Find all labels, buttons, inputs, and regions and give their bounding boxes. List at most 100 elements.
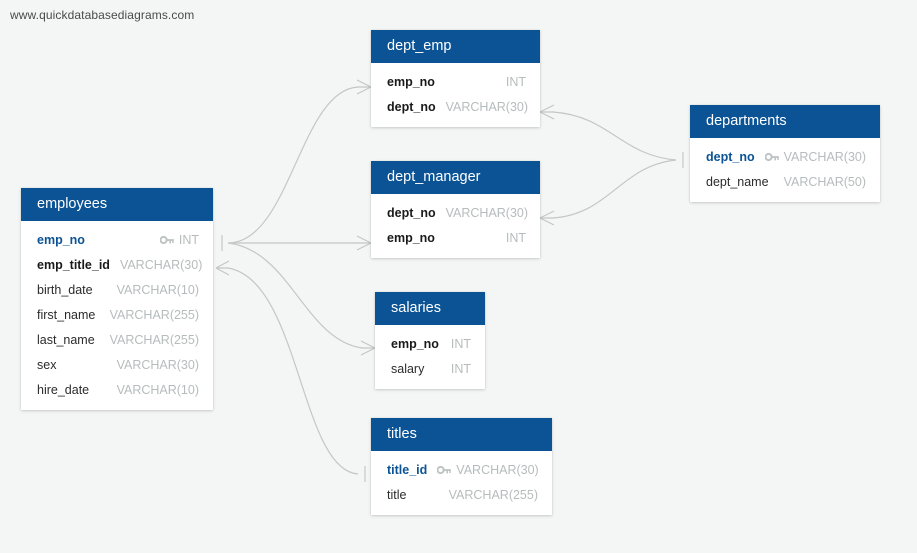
field-type-hire_date: VARCHAR(10)	[116, 382, 199, 397]
field-name-emp_no: emp_no	[387, 230, 435, 245]
field-meta: VARCHAR(10)	[117, 283, 199, 297]
field-type-title_id: VARCHAR(30)	[456, 462, 539, 477]
edge-dept_manager-departments	[552, 159, 677, 219]
field-meta: VARCHAR(30)	[446, 206, 528, 220]
field-type-title: VARCHAR(255)	[448, 487, 538, 502]
cardinality-many-dept_manager-emp_no	[356, 235, 372, 251]
field-type-dept_no: VARCHAR(30)	[783, 149, 867, 164]
field-name-emp_no: emp_no	[387, 74, 435, 89]
field-row[interactable]: dept_no VARCHAR(30)	[371, 200, 540, 225]
edge-employees-dept_emp	[227, 86, 359, 244]
entity-table-titles[interactable]: titles title_id VARCHAR(30) title VARCHAR(25…	[371, 418, 552, 515]
field-meta: VARCHAR(50)	[784, 175, 866, 189]
field-row[interactable]: emp_no INT	[375, 331, 485, 356]
field-row[interactable]: last_name VARCHAR(255)	[21, 327, 213, 352]
entity-table-dept_manager[interactable]: dept_manager dept_no VARCHAR(30) emp_no INT	[371, 161, 540, 258]
field-meta: VARCHAR(30)	[120, 258, 202, 272]
edge-dept_emp-departments	[552, 111, 677, 161]
key-icon	[159, 235, 174, 245]
field-type-first_name: VARCHAR(255)	[109, 307, 199, 322]
field-type-emp_no: INT	[505, 230, 526, 245]
table-fields-departments: dept_no VARCHAR(30) dept_name VARCHAR(50)	[690, 138, 880, 202]
field-name-first_name: first_name	[37, 307, 96, 322]
table-title-titles[interactable]: titles	[371, 418, 552, 451]
field-name-emp_title_id: emp_title_id	[37, 257, 110, 272]
field-row[interactable]: title VARCHAR(255)	[371, 482, 552, 507]
cardinality-many-dept_manager-dept_no	[539, 210, 555, 226]
field-type-dept_no: VARCHAR(30)	[445, 205, 529, 220]
key-icon	[764, 152, 779, 162]
field-row[interactable]: title_id VARCHAR(30)	[371, 457, 552, 482]
field-meta: VARCHAR(10)	[117, 383, 199, 397]
field-name-sex: sex	[37, 357, 57, 372]
cardinality-many-employees-emp_title_id	[215, 260, 230, 276]
field-row[interactable]: emp_title_id VARCHAR(30)	[21, 252, 213, 277]
cardinality-many-salaries-emp_no	[360, 340, 376, 356]
field-type-dept_no: VARCHAR(30)	[445, 99, 529, 114]
field-meta: VARCHAR(255)	[110, 308, 199, 322]
table-fields-titles: title_id VARCHAR(30) title VARCHAR(255)	[371, 451, 552, 515]
field-meta: VARCHAR(30)	[446, 100, 528, 114]
field-meta: INT	[506, 231, 526, 245]
field-row[interactable]: first_name VARCHAR(255)	[21, 302, 213, 327]
field-type-emp_no: INT	[178, 232, 199, 247]
field-type-salary: INT	[450, 361, 471, 376]
table-fields-dept_emp: emp_no INT dept_no VARCHAR(30)	[371, 63, 540, 127]
field-row[interactable]: emp_no INT	[371, 225, 540, 250]
field-meta: VARCHAR(30)	[436, 462, 539, 477]
field-type-dept_name: VARCHAR(50)	[783, 174, 866, 189]
field-name-dept_no: dept_no	[706, 149, 755, 164]
table-fields-dept_manager: dept_no VARCHAR(30) emp_no INT	[371, 194, 540, 258]
field-row[interactable]: emp_no INT	[371, 69, 540, 94]
field-meta: VARCHAR(255)	[449, 488, 538, 502]
field-type-emp_no: INT	[505, 74, 526, 89]
field-name-last_name: last_name	[37, 332, 95, 347]
field-row[interactable]: dept_no VARCHAR(30)	[690, 144, 880, 169]
field-meta: INT	[506, 75, 526, 89]
field-row[interactable]: hire_date VARCHAR(10)	[21, 377, 213, 402]
edge-employees-salaries	[227, 242, 363, 349]
field-name-emp_no: emp_no	[37, 232, 85, 247]
field-name-salary: salary	[391, 361, 425, 376]
field-row[interactable]: dept_name VARCHAR(50)	[690, 169, 880, 194]
field-name-dept_no: dept_no	[387, 99, 436, 114]
table-title-dept_manager[interactable]: dept_manager	[371, 161, 540, 194]
field-row[interactable]: salary INT	[375, 356, 485, 381]
table-title-departments[interactable]: departments	[690, 105, 880, 138]
field-row[interactable]: dept_no VARCHAR(30)	[371, 94, 540, 119]
field-name-title: title	[387, 487, 407, 502]
field-row[interactable]: emp_no INT	[21, 227, 213, 252]
field-type-sex: VARCHAR(30)	[116, 357, 199, 372]
entity-table-dept_emp[interactable]: dept_emp emp_no INT dept_no VARCHAR(30)	[371, 30, 540, 127]
field-meta: VARCHAR(255)	[110, 333, 199, 347]
field-meta: INT	[451, 337, 471, 351]
field-name-dept_no: dept_no	[387, 205, 436, 220]
field-name-title_id: title_id	[387, 462, 428, 477]
field-name-hire_date: hire_date	[37, 382, 90, 397]
field-type-emp_title_id: VARCHAR(30)	[119, 257, 203, 272]
field-name-emp_no: emp_no	[391, 336, 439, 351]
table-title-employees[interactable]: employees	[21, 188, 213, 221]
key-icon	[436, 465, 452, 475]
field-meta: VARCHAR(30)	[764, 149, 867, 164]
table-title-dept_emp[interactable]: dept_emp	[371, 30, 540, 63]
cardinality-many-dept_emp-dept_no	[539, 104, 555, 120]
field-name-dept_name: dept_name	[706, 174, 769, 189]
field-meta: INT	[451, 362, 471, 376]
table-title-salaries[interactable]: salaries	[375, 292, 485, 325]
watermark-label: www.quickdatabasediagrams.com	[10, 8, 195, 22]
field-meta: VARCHAR(30)	[117, 358, 199, 372]
edge-employees-titles	[227, 267, 359, 475]
field-type-birth_date: VARCHAR(10)	[116, 282, 199, 297]
field-meta: INT	[159, 232, 199, 247]
entity-table-departments[interactable]: departments dept_no VARCHAR(30) dept_name VA…	[690, 105, 880, 202]
field-type-last_name: VARCHAR(255)	[109, 332, 199, 347]
field-type-emp_no: INT	[450, 336, 471, 351]
field-row[interactable]: sex VARCHAR(30)	[21, 352, 213, 377]
